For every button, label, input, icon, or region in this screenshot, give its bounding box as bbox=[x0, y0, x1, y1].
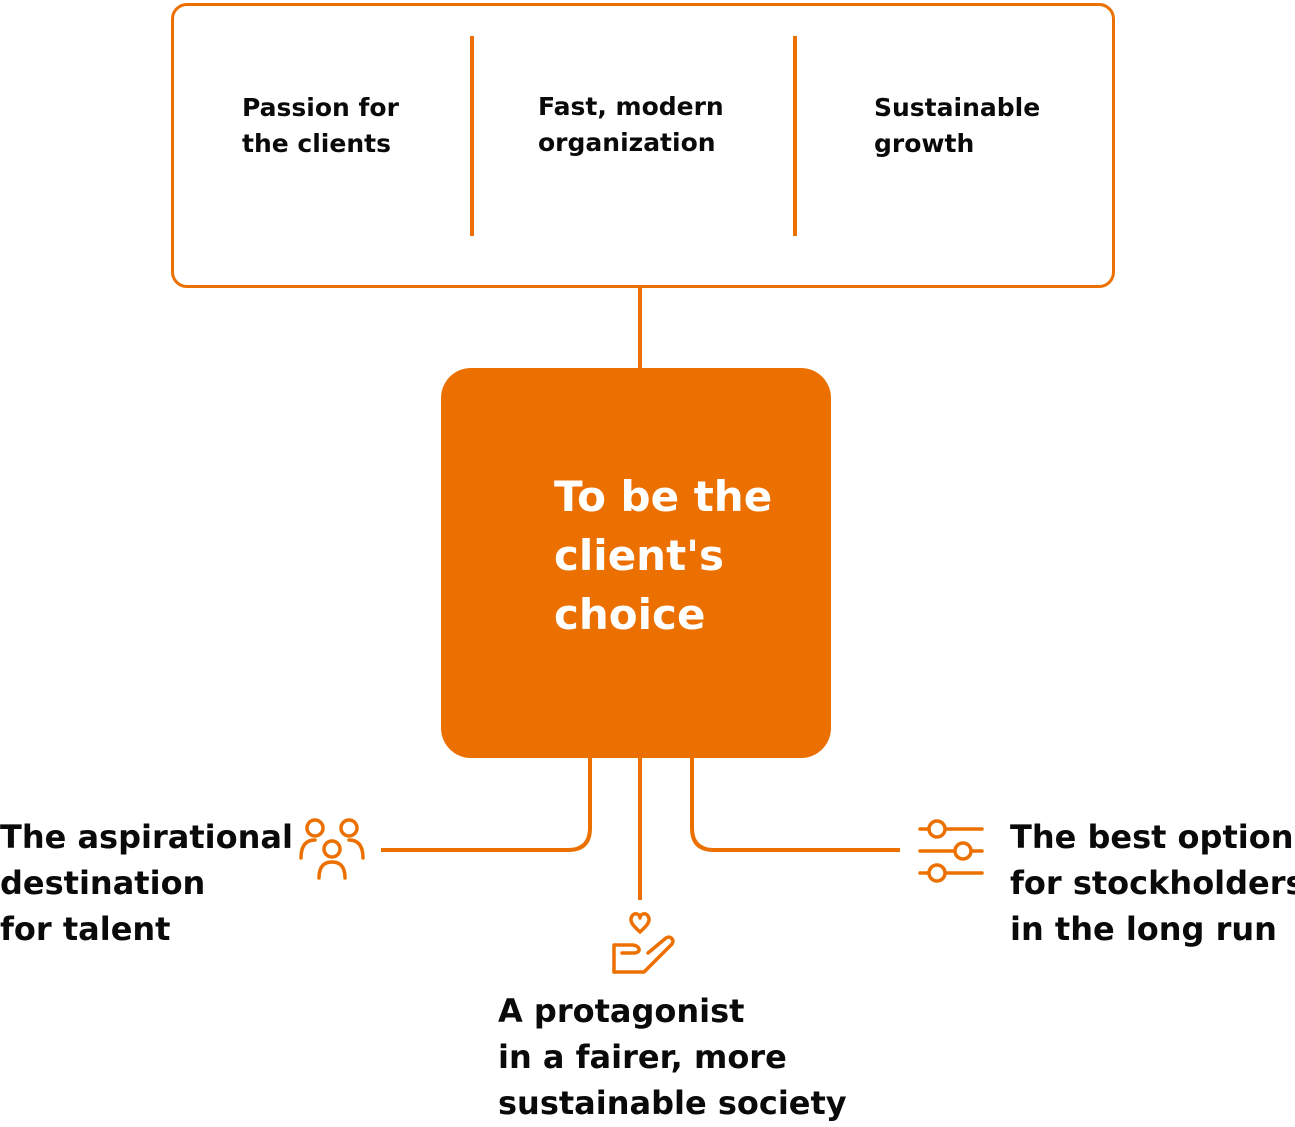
mission-box bbox=[441, 368, 831, 758]
outcome-talent: The aspirational destination for talent bbox=[0, 818, 293, 948]
values-divider-2 bbox=[793, 36, 797, 236]
outcome-society: A protagonist in a fairer, more sustaina… bbox=[498, 992, 847, 1122]
sliders-icon bbox=[918, 819, 984, 883]
values-panel bbox=[171, 3, 1115, 288]
outcome-stockholders: The best option for stockholders in the … bbox=[1010, 818, 1295, 948]
value-fast-modern-organization: Fast, modern organization bbox=[538, 92, 724, 157]
value-sustainable-growth: Sustainable growth bbox=[874, 93, 1041, 158]
connector-left bbox=[381, 758, 592, 852]
hand-heart-icon bbox=[612, 912, 675, 974]
value-passion-for-clients: Passion for the clients bbox=[242, 93, 399, 158]
people-group-icon bbox=[299, 818, 365, 880]
mission-statement: To be the client's choice bbox=[554, 472, 773, 639]
connector-right bbox=[690, 758, 900, 852]
values-divider-1 bbox=[470, 36, 474, 236]
